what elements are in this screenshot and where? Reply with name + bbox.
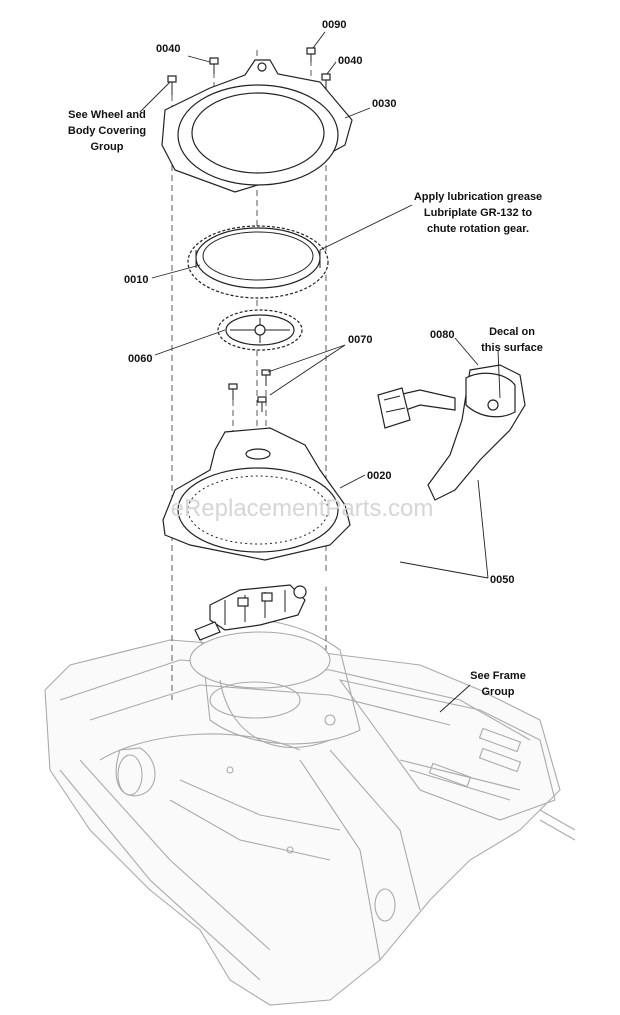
label-0040-top: 0040: [156, 43, 180, 55]
label-0070: 0070: [348, 334, 372, 346]
note-line: See Frame: [470, 670, 526, 682]
auger-housing-ghost: [44, 619, 576, 1006]
note-line: Lubriplate GR-132 to: [424, 207, 532, 219]
note-see-wheel-body: See Wheel and Body Covering Group: [68, 109, 146, 153]
note-line: Group: [482, 686, 515, 698]
screw-0070-left: [228, 383, 238, 400]
screw-0040-right: [321, 73, 331, 90]
note-line: Decal on: [489, 326, 535, 338]
note-line: Group: [91, 141, 124, 153]
chute-crank-handle: [377, 364, 526, 501]
label-0090: 0090: [322, 19, 346, 31]
note-line: See Wheel and: [68, 109, 146, 121]
upper-mounting-plate: [161, 59, 353, 193]
screw-0070-middle: [261, 369, 271, 386]
note-see-frame: See Frame Group: [470, 670, 526, 698]
label-0030: 0030: [372, 98, 396, 110]
label-0050: 0050: [490, 574, 514, 586]
label-0040-right: 0040: [338, 55, 362, 67]
note-line: Apply lubrication grease: [414, 191, 542, 203]
lower-mounting-plate: [162, 427, 351, 561]
label-0060: 0060: [128, 353, 152, 365]
chute-control-cable: [299, 493, 442, 592]
screw-0040-left: [167, 75, 177, 95]
watermark: eReplacementParts.com: [171, 495, 434, 522]
label-0080: 0080: [430, 329, 454, 341]
chute-rotation-gear-ring: [187, 225, 329, 299]
note-line: this surface: [481, 342, 543, 354]
note-line: Body Covering: [68, 125, 146, 137]
note-lubrication: Apply lubrication grease Lubriplate GR-1…: [414, 191, 542, 235]
screw-0090: [306, 47, 316, 62]
label-0020: 0020: [367, 470, 391, 482]
chute-gearbox-assembly: [194, 584, 307, 641]
screw-0070-right: [257, 396, 267, 412]
note-decal: Decal on this surface: [481, 326, 543, 354]
part-number-labels: 0040 0090 0040 0030 0010 0060 0070 0080 …: [124, 19, 514, 586]
pinion-gear: [217, 309, 303, 351]
label-0010: 0010: [124, 274, 148, 286]
screw-0040-center: [209, 57, 219, 74]
note-line: chute rotation gear.: [427, 223, 529, 235]
leader-lines: [139, 31, 501, 713]
